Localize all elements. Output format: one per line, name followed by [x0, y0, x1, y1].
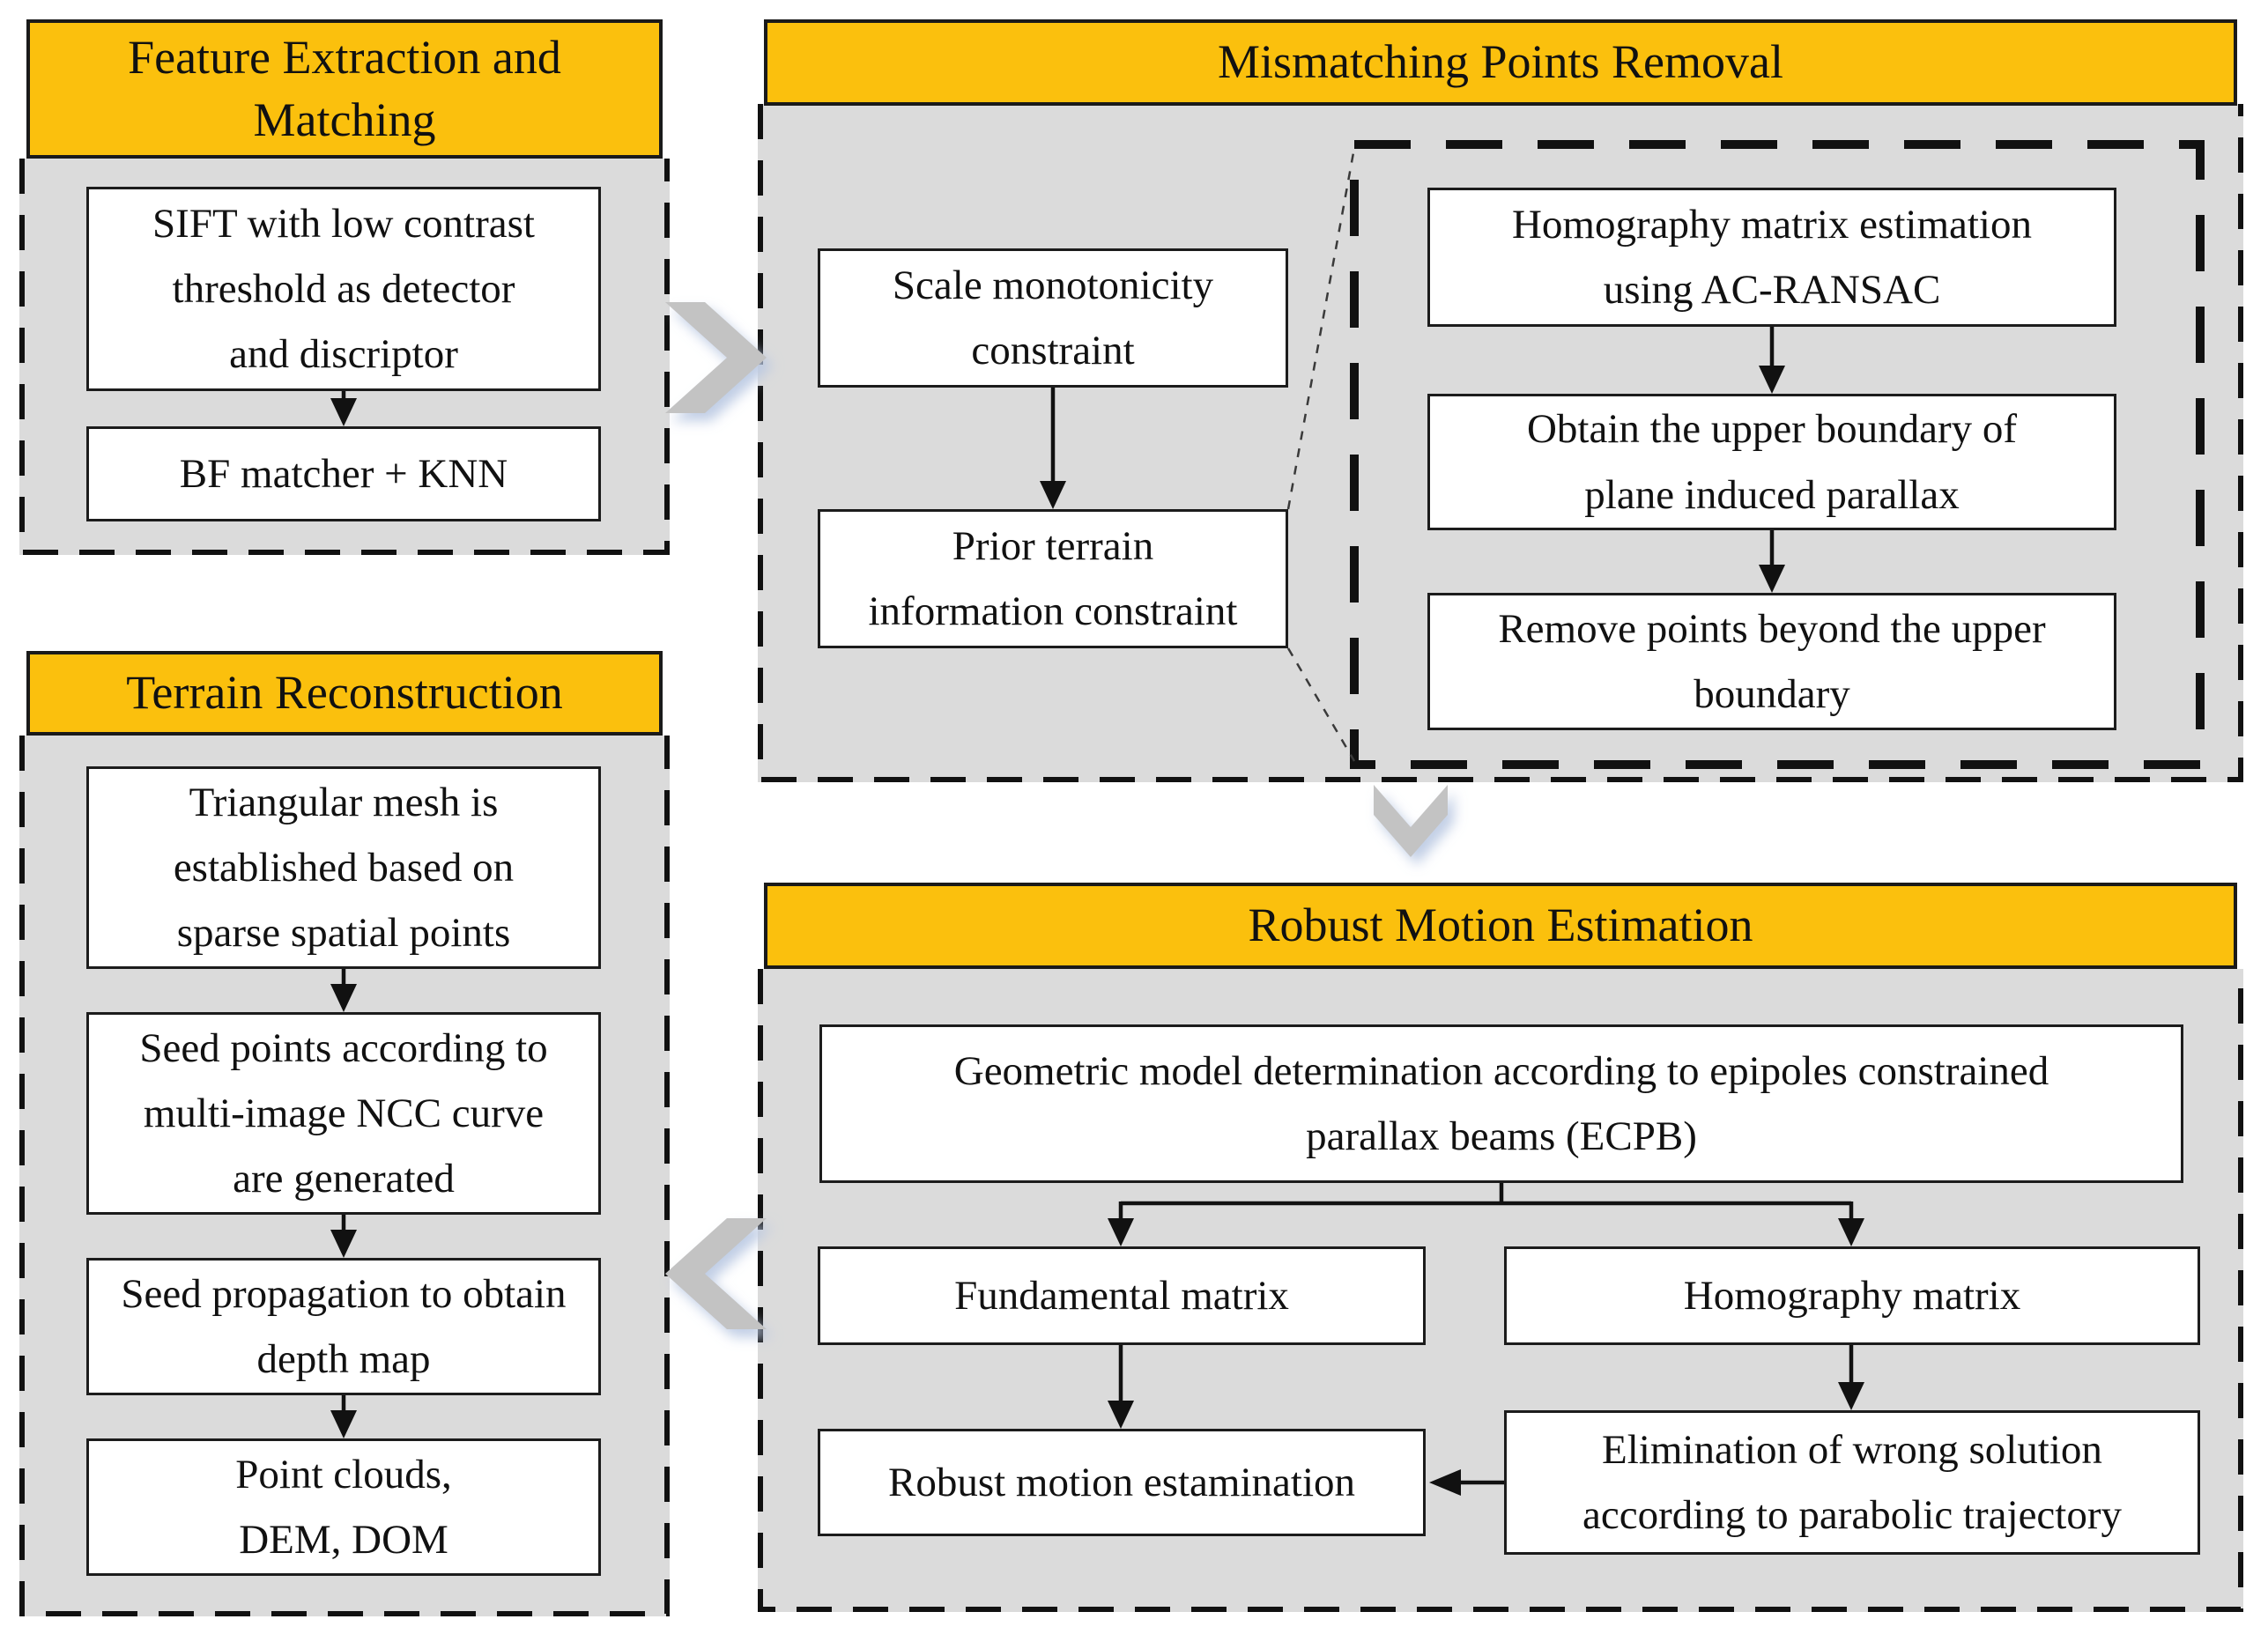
box-seed-points: Seed points according to multi-image NCC… [86, 1012, 601, 1215]
header-terrain-reconstruction-label: Terrain Reconstruction [126, 666, 563, 720]
box-prior-terrain: Prior terrain information constraint [818, 509, 1288, 648]
box-remove-points-label: Remove points beyond the upper boundary [1498, 605, 2046, 717]
box-remove-points: Remove points beyond the upper boundary [1427, 593, 2116, 730]
box-scale-monotonicity: Scale monotonicity constraint [818, 248, 1288, 388]
box-scale-monotonicity-label: Scale monotonicity constraint [892, 262, 1214, 373]
box-homography-matrix-label: Homography matrix [1683, 1272, 2021, 1319]
chevron-down-icon [1374, 785, 1448, 857]
box-upper-boundary-label: Obtain the upper boundary of plane induc… [1526, 406, 2017, 518]
box-point-clouds: Point clouds, DEM, DOM [86, 1438, 601, 1576]
box-fundamental-matrix-label: Fundamental matrix [954, 1272, 1289, 1319]
box-prior-terrain-label: Prior terrain information constraint [868, 522, 1238, 634]
panel-terrain-reconstruction-outline [19, 736, 670, 1616]
header-terrain-reconstruction: Terrain Reconstruction [26, 651, 663, 736]
flow-arrows [330, 327, 1864, 1496]
box-seed-propagation-label: Seed propagation to obtain depth map [121, 1270, 567, 1382]
box-bf-matcher-knn: BF matcher + KNN [86, 426, 601, 521]
box-point-clouds-label: Point clouds, DEM, DOM [235, 1451, 452, 1563]
box-triangular-mesh: Triangular mesh is established based on … [86, 766, 601, 969]
box-geometric-model-label: Geometric model determination according … [953, 1047, 2049, 1159]
detail-group-outline [1350, 140, 2205, 769]
box-robust-motion-estamination-label: Robust motion estamination [887, 1459, 1356, 1505]
box-seed-propagation: Seed propagation to obtain depth map [86, 1258, 601, 1395]
box-robust-motion-estamination: Robust motion estamination [818, 1429, 1426, 1536]
header-robust-motion-label: Robust Motion Estimation [1248, 898, 1753, 952]
box-homography-estimation-label: Homography matrix estimation using AC-RA… [1511, 201, 2032, 313]
header-mismatching-removal-label: Mismatching Points Removal [1218, 35, 1783, 89]
header-feature-extraction: Feature Extraction and Matching [26, 19, 663, 159]
box-homography-matrix: Homography matrix [1504, 1246, 2200, 1345]
box-fundamental-matrix: Fundamental matrix [818, 1246, 1426, 1345]
panel-robust-motion-outline [758, 969, 2243, 1612]
box-sift-detector: SIFT with low contrast threshold as dete… [86, 187, 601, 391]
header-mismatching-removal: Mismatching Points Removal [764, 19, 2237, 106]
box-elimination-wrong-solution-label: Elimination of wrong solution according … [1582, 1426, 2122, 1538]
header-feature-extraction-label: Feature Extraction and Matching [128, 30, 561, 146]
chevron-left-icon [665, 1218, 767, 1329]
box-seed-points-label: Seed points according to multi-image NCC… [139, 1024, 548, 1202]
panel-feature-extraction-outline [19, 159, 670, 555]
callout-line-bottom [1286, 647, 1356, 762]
box-homography-estimation: Homography matrix estimation using AC-RA… [1427, 188, 2116, 327]
box-sift-detector-label: SIFT with low contrast threshold as dete… [152, 200, 535, 378]
box-triangular-mesh-label: Triangular mesh is established based on … [173, 779, 515, 957]
panel-mismatching-removal-outline [758, 104, 2243, 782]
callout-line-top [1286, 147, 1356, 510]
header-robust-motion: Robust Motion Estimation [764, 883, 2237, 969]
box-geometric-model: Geometric model determination according … [819, 1024, 2183, 1183]
box-elimination-wrong-solution: Elimination of wrong solution according … [1504, 1410, 2200, 1555]
chevron-right-icon [665, 302, 767, 413]
box-bf-matcher-knn-label: BF matcher + KNN [179, 450, 508, 497]
box-upper-boundary: Obtain the upper boundary of plane induc… [1427, 394, 2116, 530]
